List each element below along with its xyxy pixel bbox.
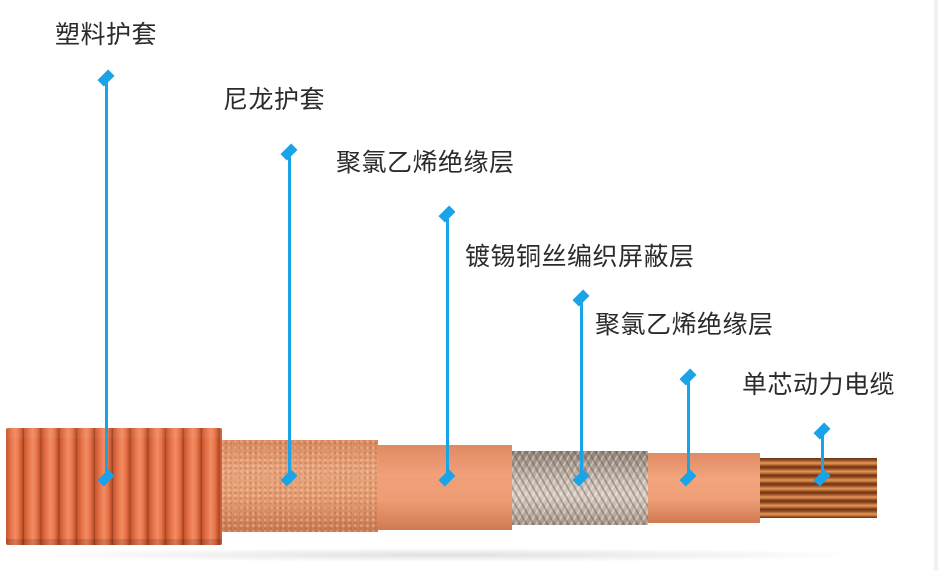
label-pvc-insulation-outer: 聚氯乙烯绝缘层 bbox=[336, 148, 515, 177]
diamond-marker-icon bbox=[572, 289, 590, 307]
leader-line-nylon-sheath bbox=[288, 152, 291, 478]
leader-line-plastic-sheath bbox=[105, 78, 108, 478]
label-nylon-sheath: 尼龙护套 bbox=[223, 85, 326, 114]
leader-line-braided-shield bbox=[580, 298, 583, 478]
cable-shadow bbox=[14, 548, 874, 562]
diamond-marker-icon bbox=[97, 69, 115, 87]
label-single-core-cable: 单芯动力电缆 bbox=[742, 370, 896, 399]
plastic-sheath-segment bbox=[6, 428, 222, 545]
diamond-marker-icon bbox=[280, 143, 298, 161]
label-braided-shield: 镀锡铜丝编织屏蔽层 bbox=[465, 242, 695, 271]
leader-line-single-core-cable bbox=[821, 431, 824, 478]
copper-core-segment bbox=[760, 458, 877, 518]
diamond-marker-icon bbox=[679, 368, 697, 386]
leader-line-pvc-insulation-inner bbox=[687, 377, 690, 478]
diamond-marker-icon bbox=[813, 422, 831, 440]
label-plastic-sheath: 塑料护套 bbox=[55, 20, 158, 49]
pvc-insulation-outer-segment bbox=[378, 445, 512, 530]
leader-line-pvc-insulation-outer bbox=[446, 214, 449, 478]
right-border bbox=[934, 0, 938, 571]
pvc-insulation-inner-segment bbox=[648, 453, 760, 523]
label-pvc-insulation-inner: 聚氯乙烯绝缘层 bbox=[595, 310, 774, 339]
nylon-sheath-segment bbox=[222, 440, 378, 532]
diamond-marker-icon bbox=[438, 205, 456, 223]
